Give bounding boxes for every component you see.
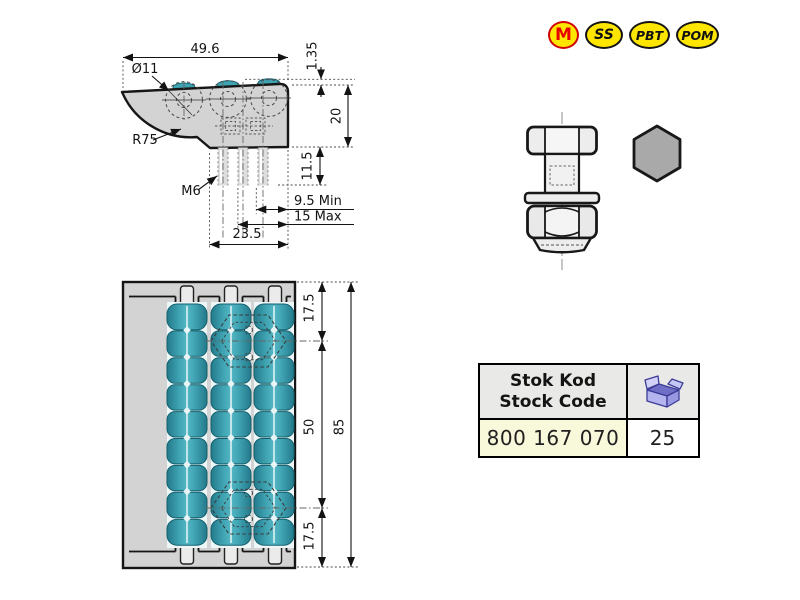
- svg-text:23.5: 23.5: [233, 227, 262, 242]
- axle-pins: [179, 285, 283, 565]
- dimension-1-35: 1.35: [306, 42, 325, 97]
- svg-text:9.5 Min: 9.5 Min: [294, 194, 342, 209]
- side-view-drawing: 49.6 Ø11 1.35 20 R75 11.5 M6: [120, 42, 355, 249]
- hexagon-nut-top-icon: [632, 124, 682, 183]
- material-badges: M SS PBT POM: [548, 21, 719, 49]
- svg-text:R75: R75: [132, 133, 158, 148]
- dimension-15-max: 15 Max: [237, 210, 354, 229]
- fastener-drawing: [523, 112, 682, 270]
- package-qty-header: [627, 365, 698, 418]
- dimension-r75: R75: [132, 128, 182, 148]
- svg-text:Ø11: Ø11: [132, 62, 159, 77]
- hidden-nuts: [215, 117, 273, 135]
- dimension-20: 20: [330, 85, 352, 147]
- badge-ss-icon: SS: [585, 21, 623, 49]
- dimension-85: 85: [333, 282, 355, 567]
- dimension-11-5: 11.5: [301, 147, 324, 185]
- dimension-50: 50: [303, 341, 326, 508]
- svg-text:85: 85: [333, 419, 348, 436]
- hidden-roller-circles: [162, 79, 291, 240]
- stock-code-header-en: Stock Code: [499, 391, 607, 412]
- stock-code-header: Stok Kod Stock Code: [480, 365, 626, 418]
- washer-icon: [523, 191, 601, 205]
- badge-pbt-icon: PBT: [629, 21, 670, 49]
- dimension-roller-diameter: Ø11: [132, 62, 193, 116]
- badge-pom-icon: POM: [676, 21, 719, 49]
- hex-nut-icon: [526, 204, 598, 254]
- svg-text:11.5: 11.5: [301, 152, 316, 181]
- svg-text:17.5: 17.5: [303, 522, 318, 551]
- package-qty-value: 25: [627, 419, 698, 456]
- roller-columns: [166, 302, 295, 548]
- svg-text:15 Max: 15 Max: [294, 210, 342, 225]
- svg-text:20: 20: [330, 108, 345, 125]
- dimension-49-6: 49.6: [123, 42, 288, 62]
- top-view-drawing: 17.5 50 17.5 85: [121, 280, 358, 570]
- hidden-hex-fasteners: [205, 314, 328, 535]
- stock-code-header-tr: Stok Kod: [510, 371, 596, 392]
- package-box-icon: [643, 374, 684, 408]
- badge-m-icon: M: [548, 21, 579, 49]
- dimension-9-5-min: 9.5 Min: [256, 194, 354, 214]
- dimension-m6: M6: [181, 175, 218, 199]
- svg-text:17.5: 17.5: [303, 294, 318, 323]
- dimension-17-5-top: 17.5: [303, 282, 326, 341]
- svg-text:49.6: 49.6: [191, 42, 220, 57]
- svg-text:50: 50: [303, 419, 318, 436]
- stock-table: Stok Kod Stock Code 800 167 070 25: [478, 363, 700, 458]
- dimension-17-5-bottom: 17.5: [303, 508, 326, 567]
- stock-code-value: 800 167 070: [480, 419, 626, 456]
- svg-text:M6: M6: [181, 184, 201, 199]
- hex-bolt-icon: [526, 125, 598, 195]
- dimension-23-5: 23.5: [209, 227, 288, 249]
- svg-text:1.35: 1.35: [306, 42, 321, 71]
